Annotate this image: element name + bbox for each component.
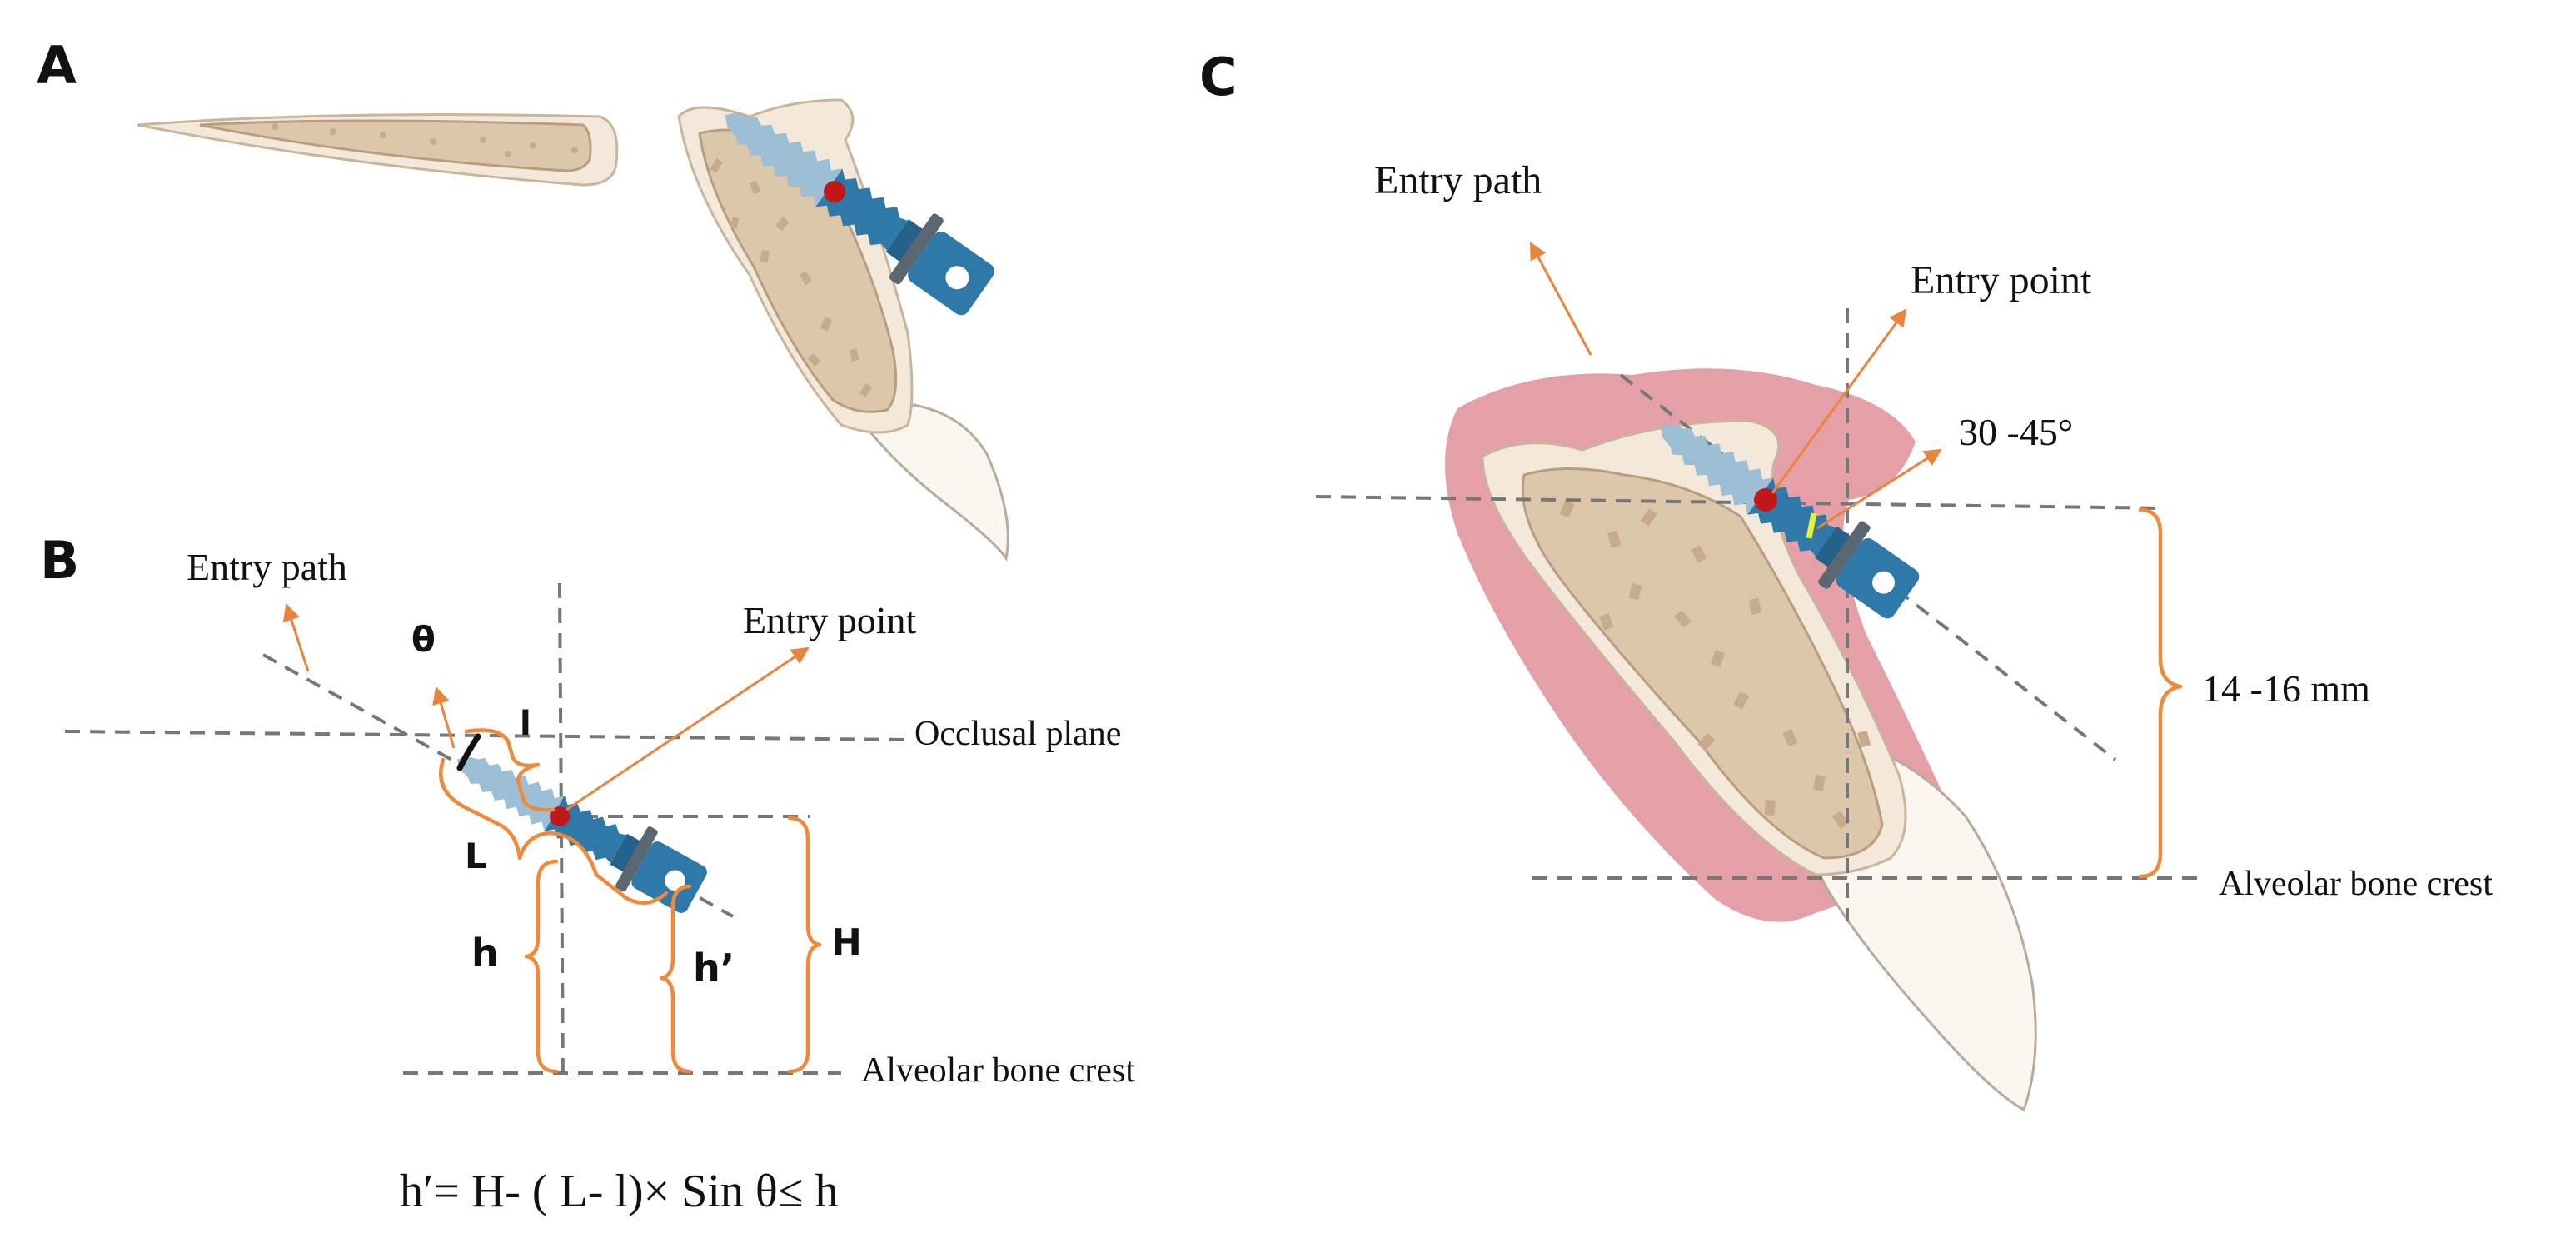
brace-h	[524, 859, 559, 1074]
panel-b-letter: B	[40, 530, 79, 591]
bone-marrow-c	[1521, 467, 1884, 860]
distance-label: 14 -16 mm	[2202, 667, 2370, 710]
miniscrew-icon-b	[440, 728, 715, 924]
entry-point-arrow-c	[1771, 308, 1907, 494]
occlusal-plane-line-b	[64, 730, 909, 741]
entry-path-line-b	[262, 653, 734, 918]
entry-point-label-b: Entry point	[743, 599, 916, 641]
H-label: H	[831, 921, 862, 964]
alveolar-crest-label-c: Alveolar bone crest	[2219, 865, 2493, 903]
entry-point-label-c: Entry point	[1911, 258, 2092, 302]
bone-trabeculae-c	[1559, 499, 1871, 829]
L-label: L	[465, 836, 487, 876]
theta-arrow-b	[432, 686, 456, 749]
bone-cross-section-a-left	[137, 113, 619, 187]
panel-c: C	[1199, 47, 2493, 1112]
entry-point-dot-c	[1754, 488, 1777, 512]
entry-point-dot-a	[824, 181, 845, 202]
l-label: l	[520, 705, 531, 743]
brace-h-prime	[659, 884, 692, 1074]
angle-marker	[1806, 512, 1817, 539]
entry-point-arrow-b	[566, 646, 810, 811]
entry-path-arrow-c	[1529, 242, 1592, 356]
brace-l	[464, 728, 556, 812]
panel-c-letter: C	[1199, 47, 1238, 107]
brace-distance	[2138, 507, 2183, 879]
angle-arrow-c	[1816, 448, 1942, 530]
angle-label: 30 -45°	[1959, 411, 2073, 453]
entry-path-arrow-b	[282, 603, 310, 672]
theta-angle-arc	[456, 733, 481, 771]
panel-b: B Entry path θ l Entry point Occlusal pl…	[40, 530, 1135, 1217]
theta-label: θ	[411, 619, 436, 660]
alveolar-crest-label-b: Alveolar bone crest	[861, 1051, 1135, 1090]
occlusal-plane-label: Occlusal plane	[914, 715, 1121, 753]
bone-cross-section-a-right	[677, 82, 1009, 562]
entry-point-dot-b	[550, 806, 570, 826]
formula: h′= H- ( L- l)× Sin θ≤ h	[400, 1166, 838, 1217]
h-label: h	[471, 931, 499, 976]
panel-a: A	[37, 35, 1009, 562]
brace-H	[787, 816, 822, 1074]
panel-a-letter: A	[37, 35, 77, 96]
entry-path-label-b: Entry path	[187, 546, 347, 588]
entry-path-label-c: Entry path	[1374, 158, 1542, 202]
brace-L	[438, 757, 669, 905]
h-prime-label: h’	[693, 946, 735, 991]
tooth-root-a	[847, 401, 1009, 562]
